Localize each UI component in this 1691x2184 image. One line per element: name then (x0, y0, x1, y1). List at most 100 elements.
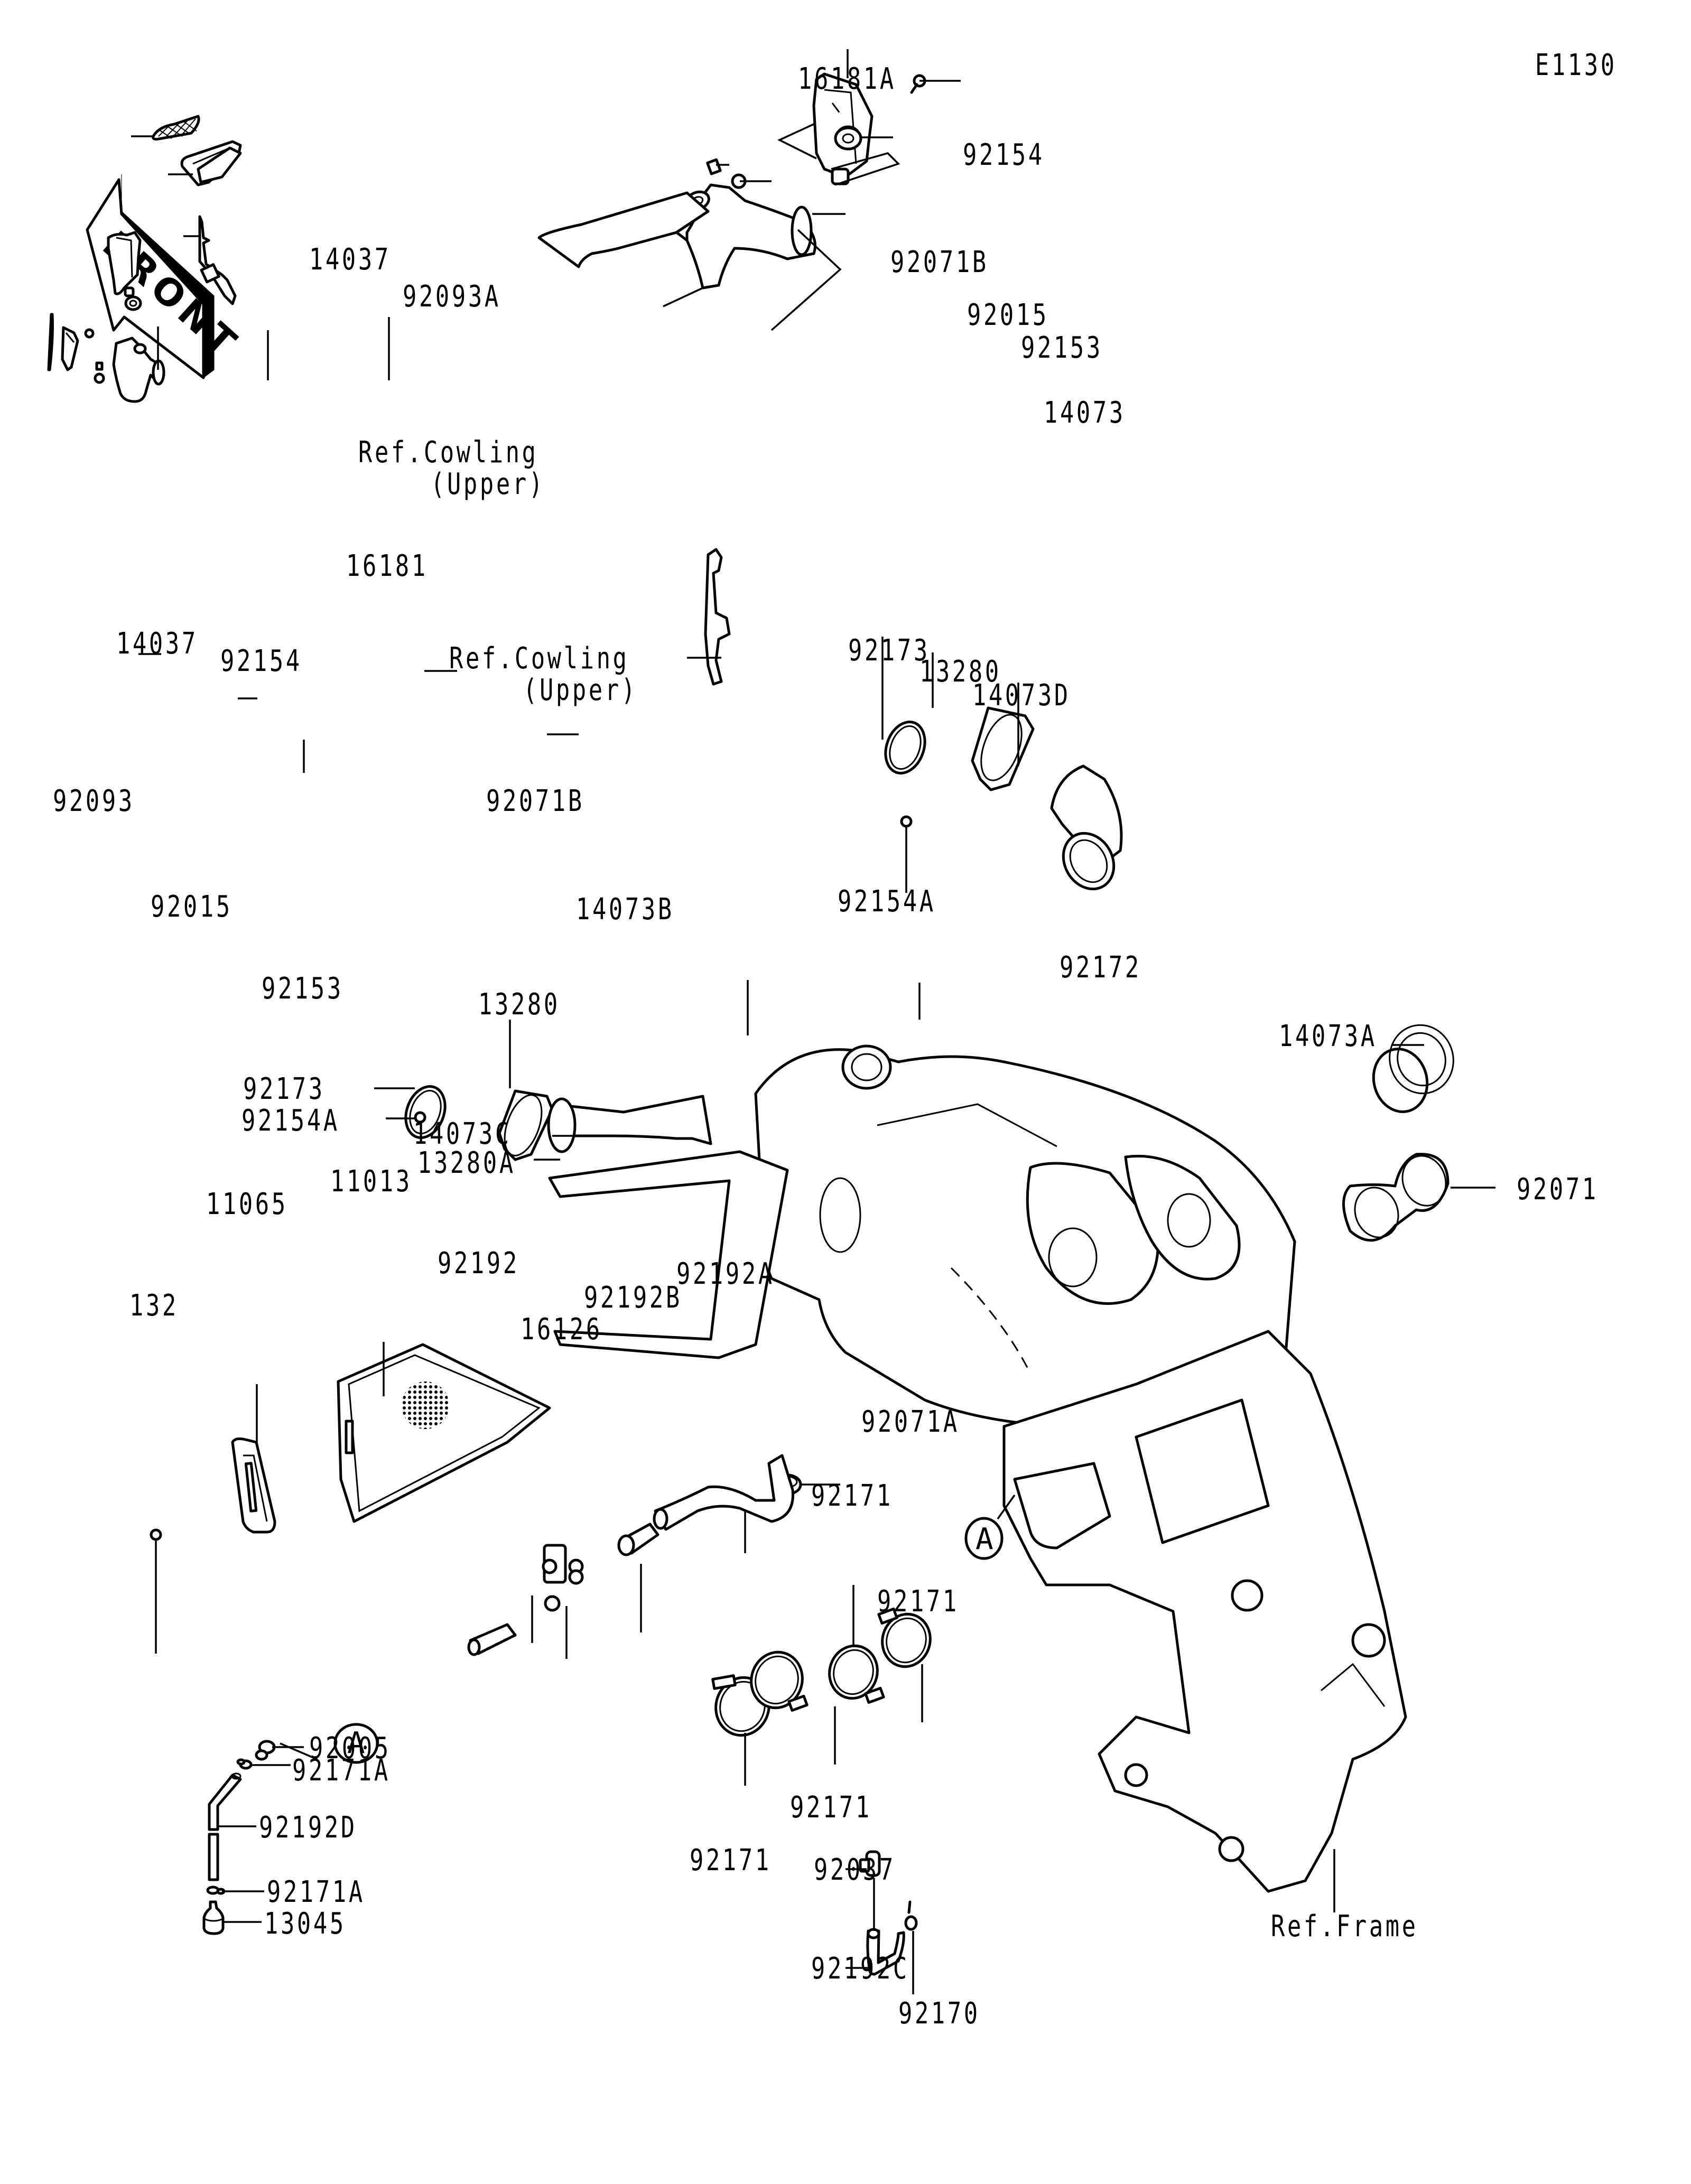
part-92154-screw[interactable] (910, 74, 926, 94)
callout-92192D[interactable]: 92192D (259, 1810, 357, 1845)
part-14073D-intake-elbow[interactable] (1050, 764, 1123, 898)
part-92071-twin-grommet[interactable] (1342, 1150, 1453, 1244)
callout-92170[interactable]: 92170 (898, 1996, 980, 2031)
part-16126-valve[interactable] (542, 1544, 584, 1612)
part-92071B-grommet-left[interactable] (124, 295, 142, 311)
callout-ref-cowling-upper-1-line2: (Upper) (431, 466, 545, 501)
callout-92173-right[interactable]: 92173 (848, 633, 930, 668)
callout-11013[interactable]: 11013 (330, 1164, 412, 1199)
callout-14073B[interactable]: 14073B (576, 892, 674, 927)
callout-92071A[interactable]: 92071A (861, 1404, 960, 1439)
callout-ref-cowling-upper-2-line2: (Upper) (523, 673, 638, 707)
part-92071B-grommet-top[interactable] (834, 125, 862, 151)
callout-92071B[interactable]: 92071B (890, 245, 989, 279)
part-13280A-seal[interactable] (548, 1150, 789, 1359)
callout-92015-left[interactable]: 92015 (151, 889, 233, 924)
callout-14037[interactable]: 14037 (309, 242, 391, 277)
ref-marker-a-sub-text: A (347, 1726, 368, 1760)
part-14073A-intake-funnel[interactable] (1367, 1018, 1461, 1118)
part-92093-duct[interactable] (61, 326, 79, 371)
callout-92093[interactable]: 92093 (53, 783, 135, 818)
part-13280-gasket-left[interactable] (497, 1089, 554, 1161)
part-92192A-hose-bent[interactable] (653, 1454, 794, 1531)
callout-11065[interactable]: 11065 (206, 1187, 288, 1221)
part-92192D-drain-hose[interactable] (208, 1772, 242, 1881)
part-92154A-screw-right[interactable] (900, 815, 913, 828)
callout-92153[interactable]: 92153 (1021, 330, 1103, 365)
part-13045-drain-bottle[interactable] (202, 1900, 225, 1935)
part-11065-cover[interactable] (231, 1437, 276, 1534)
ref-frame (1002, 1330, 1407, 1893)
callout-13045[interactable]: 13045 (264, 1906, 346, 1941)
part-92171A-clip-top[interactable] (236, 1758, 253, 1770)
part-92171-clamp-2[interactable] (745, 1646, 809, 1713)
callout-14037-left[interactable]: 14037 (116, 626, 198, 661)
callout-14073D[interactable]: 14073D (972, 678, 1071, 713)
part-13280-gasket-right[interactable] (971, 706, 1035, 791)
callout-92071[interactable]: 92071 (1517, 1172, 1599, 1207)
part-92171-clamp-4[interactable] (877, 1607, 936, 1672)
part-92173-clamp-right[interactable] (879, 716, 932, 779)
part-14037-mesh-screen[interactable] (152, 115, 200, 141)
part-14073-flat-plate (537, 191, 710, 268)
callout-92005[interactable]: 92005 (309, 1731, 391, 1766)
part-92192B-hose-short[interactable] (617, 1523, 659, 1556)
callout-16126[interactable]: 16126 (521, 1312, 602, 1347)
part-92173-clamp-left[interactable] (399, 1081, 452, 1143)
part-92153-bolt-left[interactable] (94, 372, 105, 384)
callout-92171-mid[interactable]: 92171 (877, 1584, 959, 1619)
ref-marker-a-sub: A (333, 1723, 379, 1764)
callout-92192B[interactable]: 92192B (584, 1280, 682, 1315)
callout-92192[interactable]: 92192 (438, 1246, 519, 1281)
callout-13280-right[interactable]: 13280 (919, 654, 1001, 689)
part-92170-clamp[interactable] (904, 1900, 918, 1931)
callout-92172[interactable]: 92172 (1060, 950, 1141, 985)
leader-lines (131, 49, 1495, 1994)
part-14073C-intake-duct[interactable] (547, 1095, 712, 1153)
callout-92015[interactable]: 92015 (967, 297, 1049, 332)
part-92192C-hose[interactable] (866, 1928, 905, 1976)
callout-92154A-left[interactable]: 92154A (241, 1103, 340, 1138)
part-92005-fitting[interactable] (255, 1740, 276, 1761)
callout-92154A-right[interactable]: 92154A (838, 884, 936, 919)
callout-132[interactable]: 132 (129, 1288, 179, 1323)
callout-92192C[interactable]: 92192C (811, 1951, 909, 1986)
callout-14073A[interactable]: 14073A (1279, 1019, 1377, 1053)
part-92015-collar-top[interactable] (706, 158, 722, 175)
callout-92093A[interactable]: 92093A (403, 279, 501, 314)
part-11013-air-filter[interactable] (337, 1343, 551, 1523)
part-92171A-clip-bottom[interactable] (206, 1886, 226, 1895)
callout-92171-top[interactable]: 92171 (811, 1478, 893, 1513)
callout-13280A[interactable]: 13280A (417, 1145, 516, 1180)
callout-92154-left[interactable]: 92154 (220, 643, 302, 678)
callout-92037[interactable]: 92037 (814, 1852, 896, 1887)
part-92171-clamp-3[interactable] (824, 1640, 885, 1704)
callout-92153-left[interactable]: 92153 (262, 971, 343, 1006)
part-92154-screw-left[interactable] (84, 328, 95, 339)
callout-92192A[interactable]: 92192A (676, 1256, 775, 1291)
callout-92171A-top[interactable]: 92171A (292, 1753, 391, 1788)
callout-92171A-bottom[interactable]: 92171A (267, 1874, 365, 1909)
part-132-bolt[interactable] (150, 1528, 162, 1541)
callout-16181A[interactable]: 16181A (798, 61, 896, 96)
ref-cowling-upper-bracket-top (198, 215, 237, 305)
part-92015-collar-left[interactable] (95, 361, 104, 371)
callout-92171-low[interactable]: 92171 (790, 1790, 872, 1825)
callout-13280-left[interactable]: 13280 (478, 987, 560, 1022)
callout-16181[interactable]: 16181 (346, 548, 428, 583)
part-14037-mesh-strip[interactable] (47, 313, 54, 371)
callout-92071B-left[interactable]: 92071B (486, 783, 584, 818)
part-92192-hose-short[interactable] (467, 1623, 517, 1656)
air-box-housing[interactable] (754, 1044, 1296, 1428)
callout-14073[interactable]: 14073 (1044, 395, 1126, 430)
part-14073B-intake-duct[interactable] (112, 337, 165, 403)
part-92154A-screw-left[interactable] (414, 1111, 426, 1124)
callout-ref-cowling-upper-2-line1: Ref.Cowling (449, 641, 629, 676)
callout-92173-left[interactable]: 92173 (243, 1071, 325, 1106)
callout-92171-bottom[interactable]: 92171 (690, 1843, 772, 1878)
callout-14073C[interactable]: 14073C (413, 1116, 512, 1151)
part-16181-air-box-cover[interactable] (107, 231, 142, 297)
part-92093A-duct[interactable] (180, 140, 242, 186)
callout-92154[interactable]: 92154 (963, 137, 1045, 172)
callout-ref-cowling-upper-1-line1: Ref.Cowling (358, 435, 538, 470)
